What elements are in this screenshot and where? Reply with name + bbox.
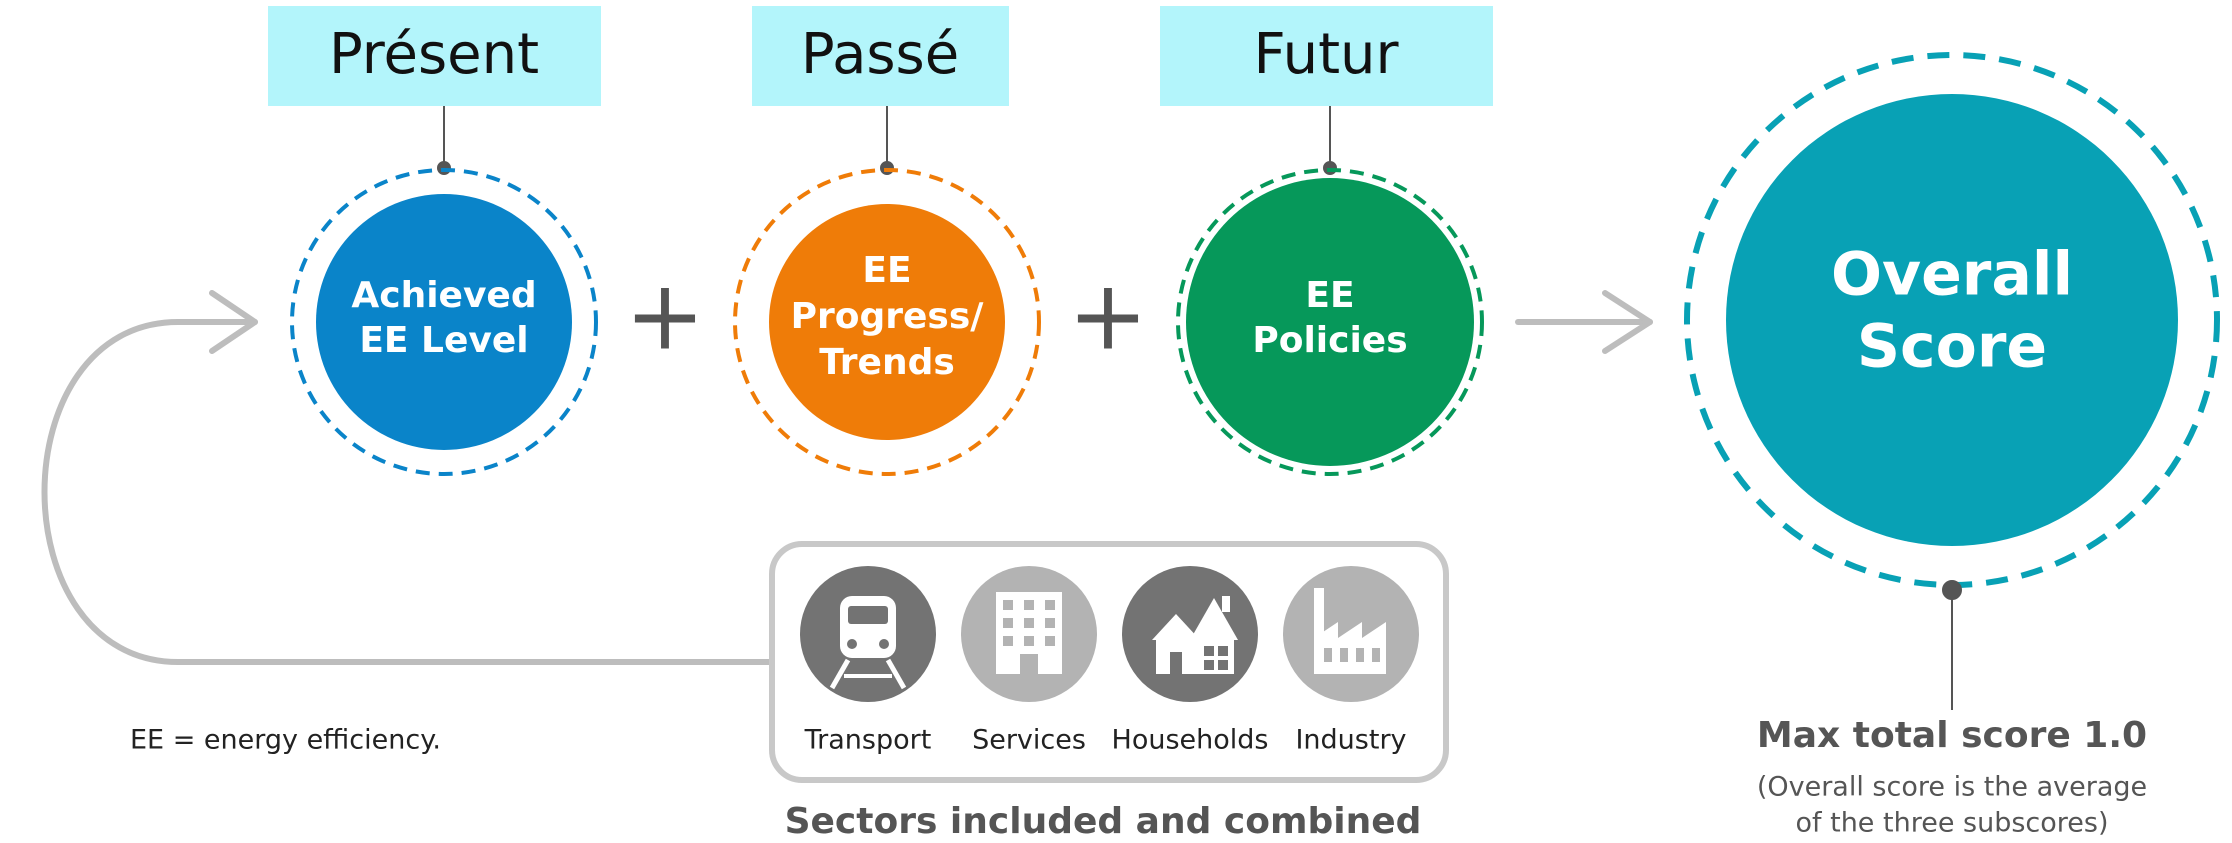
- svg-text:EE: EE: [862, 250, 911, 291]
- max-score-title: Max total score 1.0: [1757, 715, 2147, 756]
- svg-text:Progress/: Progress/: [791, 296, 985, 337]
- train-icon: [800, 566, 936, 702]
- overall-score: Overall Score: [1684, 52, 2220, 588]
- time-label-future: Futur: [1160, 6, 1493, 106]
- sector-label-transport: Transport: [804, 725, 932, 756]
- svg-text:Trends: Trends: [819, 342, 955, 383]
- time-label-past: Passé: [752, 6, 1009, 106]
- subscore-progress-trends: EE Progress/ Trends: [733, 168, 1041, 476]
- max-score-note-line1: (Overall score is the average: [1757, 772, 2147, 803]
- label-connectors: [437, 106, 1337, 175]
- sector-label-services: Services: [972, 725, 1086, 756]
- factory-icon: [1283, 566, 1419, 702]
- plus-sign-2: +: [1068, 259, 1148, 371]
- sector-label-industry: Industry: [1295, 725, 1406, 756]
- svg-text:Achieved: Achieved: [351, 275, 536, 316]
- subscore-achieved-level: Achieved EE Level: [290, 168, 598, 476]
- sectors-box: [769, 541, 1449, 783]
- sectors-loop-arrow: [41, 290, 775, 665]
- svg-text:Score: Score: [1857, 312, 2047, 382]
- max-score-note-line2: of the three subscores): [1796, 808, 2109, 839]
- svg-text:Présent: Présent: [329, 22, 539, 87]
- arrow-to-overall: [1515, 290, 1653, 354]
- house-icon: [1122, 566, 1258, 702]
- svg-text:EE: EE: [1305, 275, 1354, 316]
- sector-label-households: Households: [1112, 725, 1269, 756]
- svg-text:Passé: Passé: [801, 22, 959, 87]
- svg-text:EE Level: EE Level: [359, 320, 528, 361]
- svg-text:Overall: Overall: [1831, 240, 2073, 310]
- overall-connector: [1942, 580, 1962, 710]
- building-icon: [961, 566, 1097, 702]
- plus-sign-1: +: [625, 259, 705, 371]
- svg-text:Futur: Futur: [1253, 22, 1399, 87]
- footnote: EE = energy efficiency.: [130, 725, 441, 756]
- sectors-caption: Sectors included and combined: [785, 801, 1422, 842]
- time-label-present: Présent: [268, 6, 601, 106]
- svg-text:Policies: Policies: [1252, 320, 1407, 361]
- subscore-policies: EE Policies: [1176, 168, 1484, 476]
